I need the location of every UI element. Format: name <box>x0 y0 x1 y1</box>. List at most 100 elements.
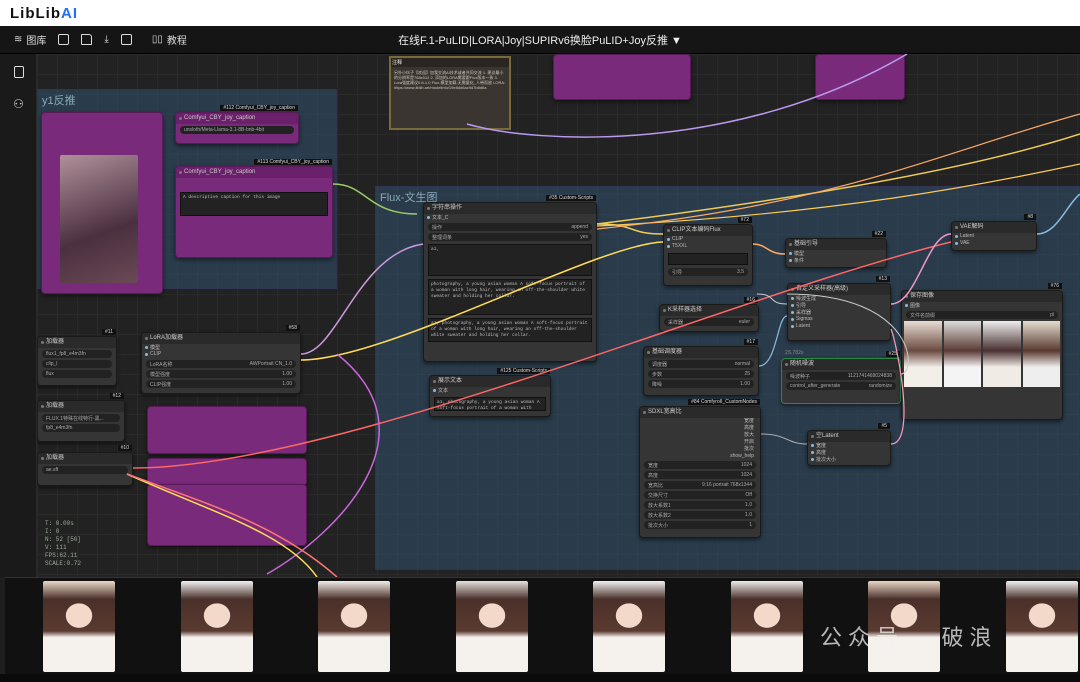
node-bypassed-top-right[interactable] <box>815 54 905 100</box>
input-slot[interactable]: T5XXL <box>664 243 752 250</box>
gallery-thumbnail[interactable] <box>868 581 940 672</box>
text-b[interactable]: photography, a young asian woman A soft-… <box>428 279 592 315</box>
note-node[interactable]: 注释 另外小伙子【欢迎】加我交流AI技术或者共同交流 1. 建议最小的分辨率是7… <box>389 56 511 130</box>
node-basic-guider[interactable]: 基础引导 模型 条件 #22 <box>785 231 887 268</box>
input-slot[interactable]: Latent <box>952 233 1036 240</box>
output-image[interactable] <box>983 321 1021 387</box>
input-slot[interactable]: 文本_C <box>424 214 596 221</box>
output-slot[interactable]: 宽度 <box>743 418 754 424</box>
input-slot[interactable]: 引导 <box>788 302 890 309</box>
clip-text-area[interactable] <box>668 253 748 265</box>
node-show-text[interactable]: 展示文本 文本 a1, photography, a young asian w… <box>429 368 551 417</box>
gallery-thumbnail[interactable] <box>593 581 665 672</box>
input-slot[interactable]: 模型 <box>142 344 300 351</box>
output-slot[interactable]: 批次 <box>743 446 754 452</box>
node-canvas[interactable]: y1反推 Comfyui_CBY_joy_caption unsloth/Met… <box>37 54 1080 577</box>
library-button[interactable]: ≋ 图库 <box>8 26 52 54</box>
node-joy-caption[interactable]: Comfyui_CBY_joy_caption unsloth/Meta-Lla… <box>175 105 299 144</box>
liblib-logo[interactable]: LibLibAI <box>10 4 78 22</box>
output-image[interactable] <box>943 321 981 387</box>
tutorial-button[interactable]: ▯▯ 教程 <box>146 26 193 54</box>
input-slot[interactable]: 采样器 <box>788 309 890 316</box>
node-load-image[interactable] <box>41 112 163 294</box>
node-left-loader-2[interactable]: 加载器 FLUX.1特殊在线特行-黑... fp8_e4m3fn #12 <box>37 393 125 442</box>
node-bypassed-top[interactable] <box>553 54 691 100</box>
open-folder-button[interactable] <box>75 26 98 54</box>
nodes-tree-icon[interactable]: ⚇ <box>13 97 24 111</box>
node-bypassed-1[interactable] <box>147 406 307 454</box>
input-slot[interactable]: 模型 <box>786 250 886 257</box>
vae-name-widget[interactable]: ae.sft <box>42 466 128 474</box>
node-joy-caption-2[interactable]: Comfyui_CBY_joy_caption A descriptive ca… <box>175 159 333 258</box>
save-button[interactable] <box>115 26 138 54</box>
show-help-output[interactable]: show_help <box>730 453 754 459</box>
input-slot[interactable]: 宽度 <box>808 442 890 449</box>
input-slot[interactable]: Latent <box>788 323 890 330</box>
gallery-thumbnail[interactable] <box>730 581 803 672</box>
input-slot[interactable]: 高度 <box>808 449 890 456</box>
input-slot[interactable]: 图像 <box>902 302 1062 309</box>
gallery-thumbnail[interactable] <box>180 581 253 672</box>
node-left-loader-3[interactable]: 加载器 ae.sft #10 <box>37 445 133 486</box>
output-slot[interactable]: 高度 <box>743 425 754 431</box>
node-vae-decode[interactable]: VAE解码 Latent VAE #8 <box>951 214 1037 251</box>
model-widget[interactable]: unsloth/Meta-Llama-3.1-8B-bnb-4bit <box>180 126 294 134</box>
text-c[interactable]: a1, photography, a young asian woman A s… <box>428 318 592 342</box>
node-custom-sampler[interactable]: 自定义采样器(高级) 噪波生成 引导 采样器 Sigmas Latent #13 <box>787 276 891 341</box>
input-slot[interactable]: VAE <box>952 240 1036 247</box>
gallery-thumbnail[interactable] <box>1005 581 1078 672</box>
gallery-thumbnail[interactable] <box>43 581 115 672</box>
node-bypassed-2[interactable] <box>147 458 307 486</box>
type-widget[interactable]: flux <box>42 370 112 378</box>
output-image[interactable] <box>1022 321 1060 387</box>
document-icon[interactable] <box>0 56 37 88</box>
node-empty-latent[interactable]: 空Latent 宽度 高度 批次大小 #5 <box>807 423 891 466</box>
node-bypassed-3[interactable] <box>147 484 307 546</box>
chevron-down-icon[interactable]: ▼ <box>671 34 682 47</box>
input-slot[interactable]: Sigmas <box>788 316 890 323</box>
input-slot[interactable]: CLIP <box>142 351 300 358</box>
input-slot[interactable]: 噪波生成 <box>788 295 890 302</box>
input-slot[interactable]: 批次大小 <box>808 456 890 463</box>
gallery-thumbnail[interactable] <box>455 581 528 672</box>
output-image[interactable] <box>904 321 942 387</box>
input-slot[interactable]: 文本 <box>430 387 550 394</box>
unet-name-widget[interactable]: FLUX.1特殊在线特行-黑... <box>42 414 120 422</box>
caption-text-area[interactable]: A descriptive caption for this image <box>180 192 328 216</box>
node-left-loader-1[interactable]: 加载器 flux1_fp8_e4m3fn clip_l flux #11 <box>37 329 117 386</box>
clip-widget[interactable]: clip_l <box>42 360 112 368</box>
unet-widget[interactable]: flux1_fp8_e4m3fn <box>42 350 112 358</box>
new-file-button[interactable] <box>52 26 75 54</box>
download-button[interactable]: ⤓ <box>98 26 114 54</box>
input-slot[interactable]: CLIP <box>664 236 752 243</box>
weight-dtype-widget[interactable]: fp8_e4m3fn <box>42 424 120 432</box>
gallery-thumbnail[interactable] <box>318 581 390 672</box>
text-a[interactable]: a1, <box>428 244 592 276</box>
